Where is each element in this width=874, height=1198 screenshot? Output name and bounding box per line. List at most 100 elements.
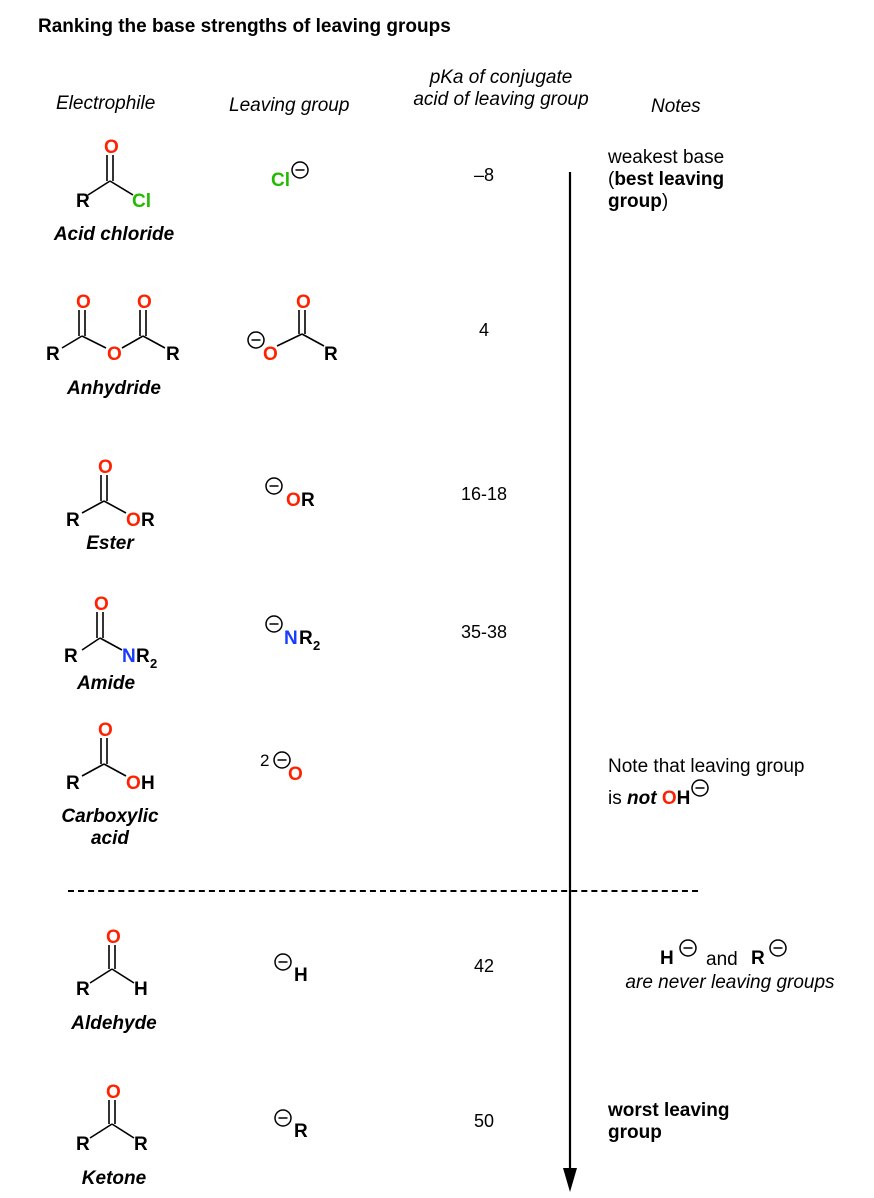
atom-r: R bbox=[301, 490, 315, 511]
page-title: Ranking the base strengths of leaving gr… bbox=[38, 16, 451, 37]
hydride-ion: H bbox=[274, 953, 308, 986]
negative-charge-icon bbox=[247, 331, 265, 349]
atom-r: R bbox=[64, 646, 78, 667]
aldehyde-structure: O R H bbox=[76, 927, 148, 1000]
atom-o: O bbox=[106, 927, 121, 948]
note-never-h: H bbox=[660, 948, 674, 969]
negative-charge-icon bbox=[265, 615, 283, 633]
electrophile-name: Acid chloride bbox=[53, 224, 175, 245]
note-never-line2: are never leaving groups bbox=[625, 972, 835, 993]
note-cooh-o: O bbox=[661, 788, 677, 809]
atom-r: R bbox=[76, 191, 90, 212]
atom-cl: Cl bbox=[132, 191, 151, 212]
atom-n: N bbox=[284, 628, 298, 649]
note-worst-line2: group bbox=[608, 1122, 662, 1143]
atom-r: R bbox=[294, 1121, 308, 1142]
atom-r: R bbox=[136, 646, 150, 667]
electrophile-name-line1: Carboxylic bbox=[61, 806, 159, 827]
ester-structure: O R O R bbox=[66, 457, 155, 531]
electrophile-name: Aldehyde bbox=[71, 1013, 157, 1034]
negative-charge-icon bbox=[691, 779, 710, 797]
electrophile-name: Amide bbox=[76, 673, 136, 694]
atom-o: O bbox=[126, 510, 141, 531]
trend-arrow bbox=[563, 172, 577, 1192]
atom-o: O bbox=[288, 764, 303, 785]
amide-structure: O R N R 2 bbox=[64, 594, 157, 671]
atom-o: O bbox=[296, 292, 311, 313]
note-never-leaving: H and R are never leaving groups bbox=[600, 939, 860, 994]
note-cooh-h: H bbox=[676, 788, 691, 809]
header-notes: Notes bbox=[651, 96, 701, 117]
pka-value: 4 bbox=[478, 320, 489, 340]
atom-o: O bbox=[106, 1082, 121, 1103]
note-worst-line1: worst leaving bbox=[608, 1100, 730, 1121]
atom-h: H bbox=[294, 965, 308, 986]
atom-h: H bbox=[134, 979, 148, 1000]
charge-2: 2 bbox=[260, 751, 269, 770]
note-weakest-base: weakest base (best leaving group) bbox=[608, 147, 724, 213]
atom-r: R bbox=[76, 1134, 90, 1155]
electrophile-name: Anhydride bbox=[67, 378, 161, 399]
pka-value: –8 bbox=[473, 165, 495, 185]
carbanion: R bbox=[274, 1109, 308, 1142]
note-cooh-line1: Note that leaving group bbox=[608, 756, 805, 777]
atom-o: O bbox=[286, 490, 301, 511]
electrophile-name: Ester bbox=[86, 533, 134, 554]
carboxylic-acid-structure: O R O H bbox=[66, 720, 155, 794]
atom-r: R bbox=[46, 344, 60, 365]
atom-o: O bbox=[263, 344, 278, 365]
note-never-r: R bbox=[751, 948, 765, 969]
carboxylate-ion: O O R bbox=[247, 292, 338, 365]
atom-o: O bbox=[98, 720, 113, 741]
ketone-structure: O R R bbox=[76, 1082, 148, 1155]
atom-r: R bbox=[299, 628, 313, 649]
alkoxide-ion: O R bbox=[265, 477, 315, 511]
atom-r: R bbox=[324, 344, 338, 365]
atom-o: O bbox=[107, 344, 122, 365]
anhydride-structure: O O O R R bbox=[46, 292, 180, 365]
chloride-ion: Cl bbox=[271, 161, 309, 191]
header-pka-line2: acid of leaving group bbox=[413, 89, 589, 110]
negative-charge-icon bbox=[274, 953, 292, 971]
atom-o: O bbox=[104, 137, 119, 158]
header-pka: pKa of conjugate acid of leaving group bbox=[396, 67, 606, 111]
pka-value: 16-18 bbox=[460, 484, 508, 504]
atom-o: O bbox=[94, 594, 109, 615]
pka-value: 35-38 bbox=[460, 622, 508, 642]
header-leaving-group: Leaving group bbox=[229, 95, 350, 116]
electrophile-name: Carboxylic acid bbox=[30, 806, 190, 850]
atom-r: R bbox=[134, 1134, 148, 1155]
subscript-2: 2 bbox=[150, 656, 157, 671]
negative-charge-icon bbox=[679, 939, 697, 957]
atom-r: R bbox=[66, 510, 80, 531]
note-weakest-line1: weakest base bbox=[608, 147, 725, 168]
note-group: group bbox=[608, 191, 662, 212]
negative-charge-icon bbox=[291, 161, 309, 179]
atom-n: N bbox=[122, 646, 136, 667]
note-cooh-is: is bbox=[608, 788, 627, 809]
subscript-2: 2 bbox=[313, 638, 320, 653]
oxide-dianion: 2 O bbox=[260, 751, 303, 785]
dashed-divider bbox=[68, 890, 698, 892]
note-never-and: and bbox=[706, 949, 738, 970]
atom-h: H bbox=[141, 773, 155, 794]
note-paren-open: ( bbox=[608, 169, 615, 190]
atom-r: R bbox=[141, 510, 155, 531]
pka-value: 50 bbox=[473, 1111, 495, 1131]
note-cooh-not: not bbox=[627, 788, 657, 809]
atom-o: O bbox=[126, 773, 141, 794]
atom-o: O bbox=[98, 457, 113, 478]
negative-charge-icon bbox=[274, 1109, 292, 1127]
acid-chloride-structure: O R Cl bbox=[76, 137, 151, 212]
note-paren-close: ) bbox=[661, 191, 669, 212]
atom-o: O bbox=[76, 292, 91, 313]
note-worst-leaving: worst leaving group bbox=[608, 1100, 729, 1144]
electrophile-name-line2: acid bbox=[90, 828, 130, 849]
pka-value: 42 bbox=[473, 956, 495, 976]
negative-charge-icon bbox=[769, 939, 787, 957]
atom-r: R bbox=[166, 344, 180, 365]
note-best-leaving: best leaving bbox=[614, 169, 725, 190]
electrophile-name: Ketone bbox=[81, 1168, 147, 1189]
amide-ion: N R 2 bbox=[265, 615, 320, 653]
note-carboxylic-acid: Note that leaving group is not OH bbox=[608, 756, 804, 810]
